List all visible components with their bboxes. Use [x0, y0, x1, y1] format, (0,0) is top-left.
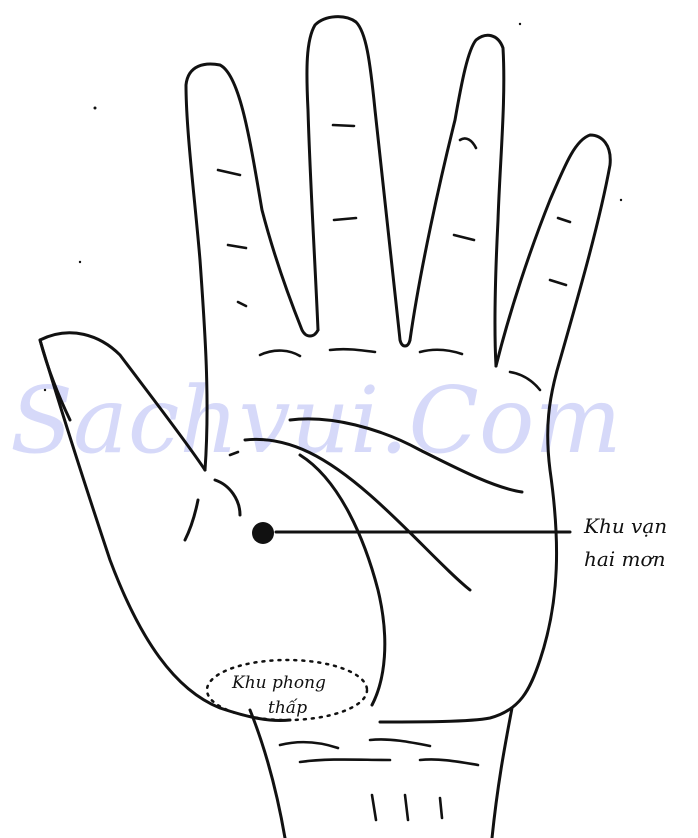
wrist-left [250, 710, 285, 838]
zone-label-line2: thấp [268, 698, 307, 718]
wrist-creases [280, 739, 478, 820]
acupoint-dot [252, 522, 274, 544]
zone-label-line1: Khu phong [231, 673, 326, 693]
finger-creases [218, 125, 570, 390]
ring-finger-outline [410, 35, 504, 366]
scan-specks [44, 23, 622, 391]
point-label-line1: Khu vạn [583, 514, 667, 538]
thumb-base-crease [185, 500, 198, 540]
acupoint-marker [252, 522, 570, 544]
point-label-line2: hai mơn [584, 547, 665, 571]
thenar-crease [215, 480, 240, 515]
middle-finger-outline [307, 17, 410, 346]
wrist-right [492, 708, 512, 838]
